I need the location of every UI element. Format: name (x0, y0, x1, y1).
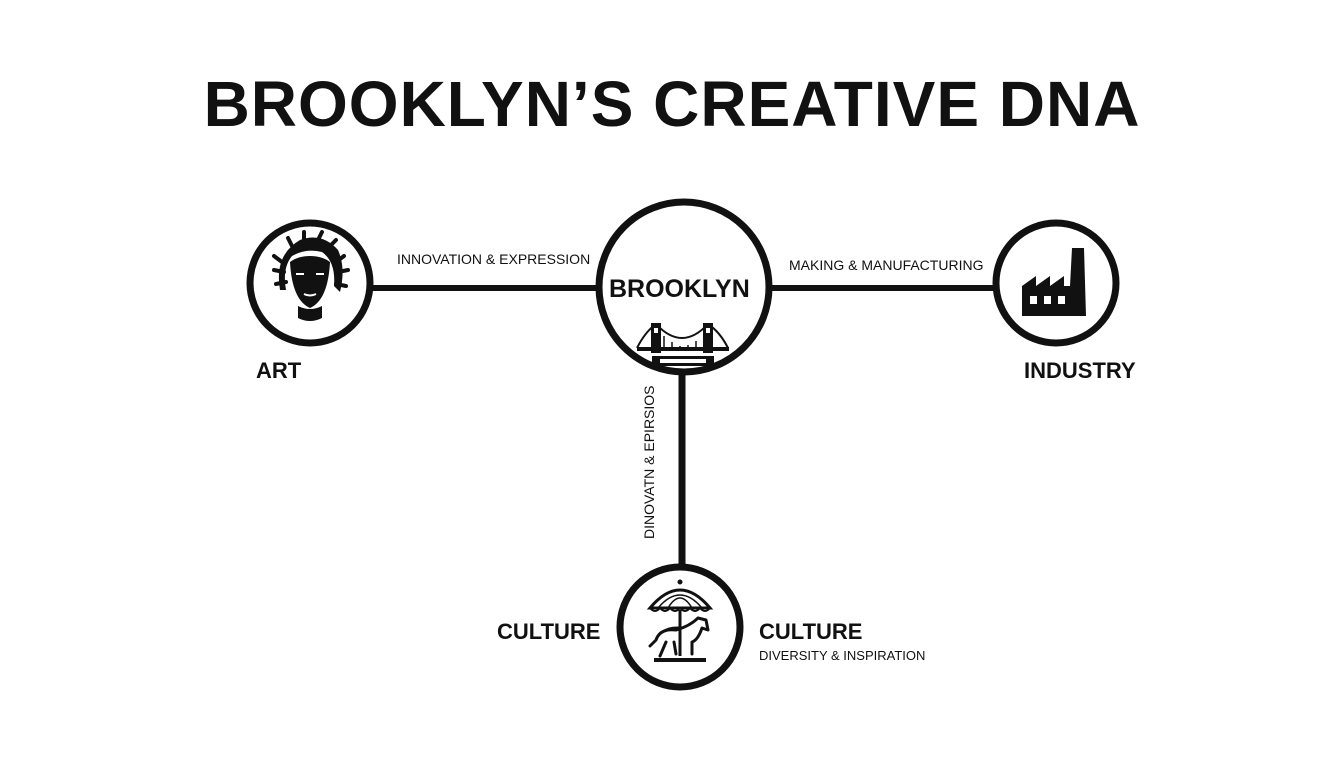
node-art[interactable] (246, 219, 374, 347)
factory-icon (1022, 248, 1086, 316)
node-subtitle-culture: DIVERSITY & INSPIRATION (759, 648, 926, 663)
carousel-icon (646, 579, 714, 662)
edge-label-art-brooklyn: INNOVATION & EXPRESSION (397, 251, 591, 267)
edge-label-brooklyn-culture: DINOVATN & EPIRSIOS (641, 385, 657, 539)
bridge-icon (636, 323, 729, 366)
hub-label: BROOKLYN (609, 275, 750, 303)
portrait-icon (272, 230, 350, 321)
node-brooklyn[interactable] (595, 198, 773, 376)
node-label-industry: INDUSTRY (1024, 358, 1136, 383)
edge-label-brooklyn-industry: MAKING & MANUFACTURING (789, 257, 984, 273)
node-label-culture: CULTURE (497, 619, 601, 644)
node-culture[interactable] (616, 563, 744, 691)
node-industry[interactable] (992, 219, 1120, 347)
node-side-label-culture: CULTURE (759, 619, 863, 644)
diagram-title: BROOKLYN’S CREATIVE DNA (203, 68, 1141, 140)
node-label-art: ART (256, 358, 302, 383)
